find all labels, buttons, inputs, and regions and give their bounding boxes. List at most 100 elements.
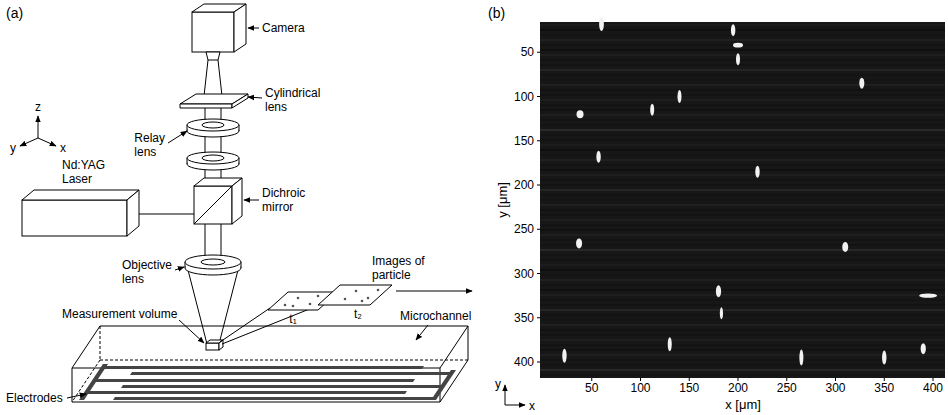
particle-streak [882, 351, 886, 365]
axis-name: x [60, 141, 66, 155]
image-stripe [540, 89, 945, 91]
particle-dot [361, 300, 364, 303]
particle-dots [284, 289, 380, 308]
image-stripe [540, 240, 945, 241]
electrode-finger [130, 372, 452, 375]
camera-lens [206, 52, 220, 60]
particle-streak [650, 104, 654, 116]
particle-dot [284, 304, 287, 307]
relay-lens [202, 122, 224, 128]
image-stripes [540, 25, 945, 375]
laser-box [22, 200, 127, 236]
image-stripe [540, 345, 945, 346]
axis-title: x [μm] [725, 398, 761, 412]
image-stripe [540, 75, 945, 76]
particle-streak [720, 307, 723, 319]
electrode-finger [95, 379, 415, 382]
part-label: Objective lens [122, 258, 172, 286]
beam-line [188, 270, 207, 344]
image-stripe [540, 320, 945, 321]
tick-mark [537, 96, 540, 97]
tick-mark [537, 273, 540, 274]
image-stripe [540, 205, 945, 206]
tick-label: 300 [825, 381, 845, 395]
image-stripe [540, 69, 945, 71]
part-label: Electrodes [6, 391, 63, 405]
image-stripe [540, 209, 945, 211]
tick-mark [537, 52, 540, 53]
hidden-edge [100, 326, 101, 360]
particle-streak [736, 53, 740, 65]
image-stripe [540, 340, 945, 341]
channel-edge [468, 326, 469, 360]
image-plane [318, 285, 392, 305]
tick-mark [537, 140, 540, 141]
image-stripe [540, 369, 945, 371]
tick-mark [933, 378, 934, 381]
particle-streak [842, 242, 848, 252]
image-stripe [540, 180, 945, 181]
electrode-finger [113, 397, 437, 400]
channel-edge [72, 402, 440, 403]
image-stripe [540, 149, 945, 151]
tick-label: 100 [630, 381, 650, 395]
image-stripe [540, 145, 945, 146]
beam-line [218, 60, 222, 96]
tick-label: 400 [514, 355, 534, 369]
image-stripe [540, 95, 945, 96]
tick-label: 100 [514, 90, 534, 104]
tick-label: 150 [679, 381, 699, 395]
particle-streak [755, 166, 759, 178]
image-stripe [540, 129, 945, 131]
image-stripe [540, 49, 945, 51]
image-stripe [540, 200, 945, 201]
image-stripe [540, 169, 945, 171]
particle-dot [367, 297, 370, 300]
leader-arrow [168, 131, 187, 143]
particle-streak [921, 343, 926, 354]
laser-box [22, 190, 139, 200]
laser-box [127, 190, 139, 236]
axis-arrow [20, 138, 38, 146]
image-stripe [540, 365, 945, 366]
part-label: Microchannel [400, 309, 471, 323]
tick-label: 250 [777, 381, 797, 395]
leader-arrow [396, 291, 472, 292]
particle-streak [859, 78, 864, 89]
particle-streak [919, 293, 937, 297]
camera-body [192, 12, 234, 52]
setup-schematic [20, 4, 472, 402]
axis-title: y [μm] [496, 182, 510, 218]
particle-dot [377, 289, 380, 292]
image-stripe [540, 315, 945, 316]
image-stripe [540, 335, 945, 336]
measurement-volume [206, 343, 219, 350]
image-stripe [540, 65, 945, 66]
image-stripe [540, 255, 945, 256]
image-stripe [540, 85, 945, 86]
image-stripe [540, 165, 945, 166]
image-stripe [540, 215, 945, 216]
image-stripe [540, 60, 945, 61]
tick-mark [738, 378, 739, 381]
objective-lens [201, 259, 225, 265]
image-stripe [540, 105, 945, 106]
tick-label: 50 [521, 45, 534, 59]
particle-streak [668, 337, 672, 351]
axis-ticks [537, 52, 933, 381]
leader-arrow [244, 200, 259, 201]
image-stripe [540, 249, 945, 251]
particle-image-panel [505, 17, 948, 405]
axis-name: z [35, 100, 41, 114]
image-ground [540, 22, 945, 378]
image-stripe [540, 265, 945, 266]
image-stripe [540, 300, 945, 301]
axis-arrow [505, 385, 506, 405]
particle-dot [309, 303, 312, 306]
microchannel [72, 326, 468, 402]
particle-dot [292, 305, 295, 308]
image-stripe [540, 160, 945, 161]
tick-mark [537, 185, 540, 186]
